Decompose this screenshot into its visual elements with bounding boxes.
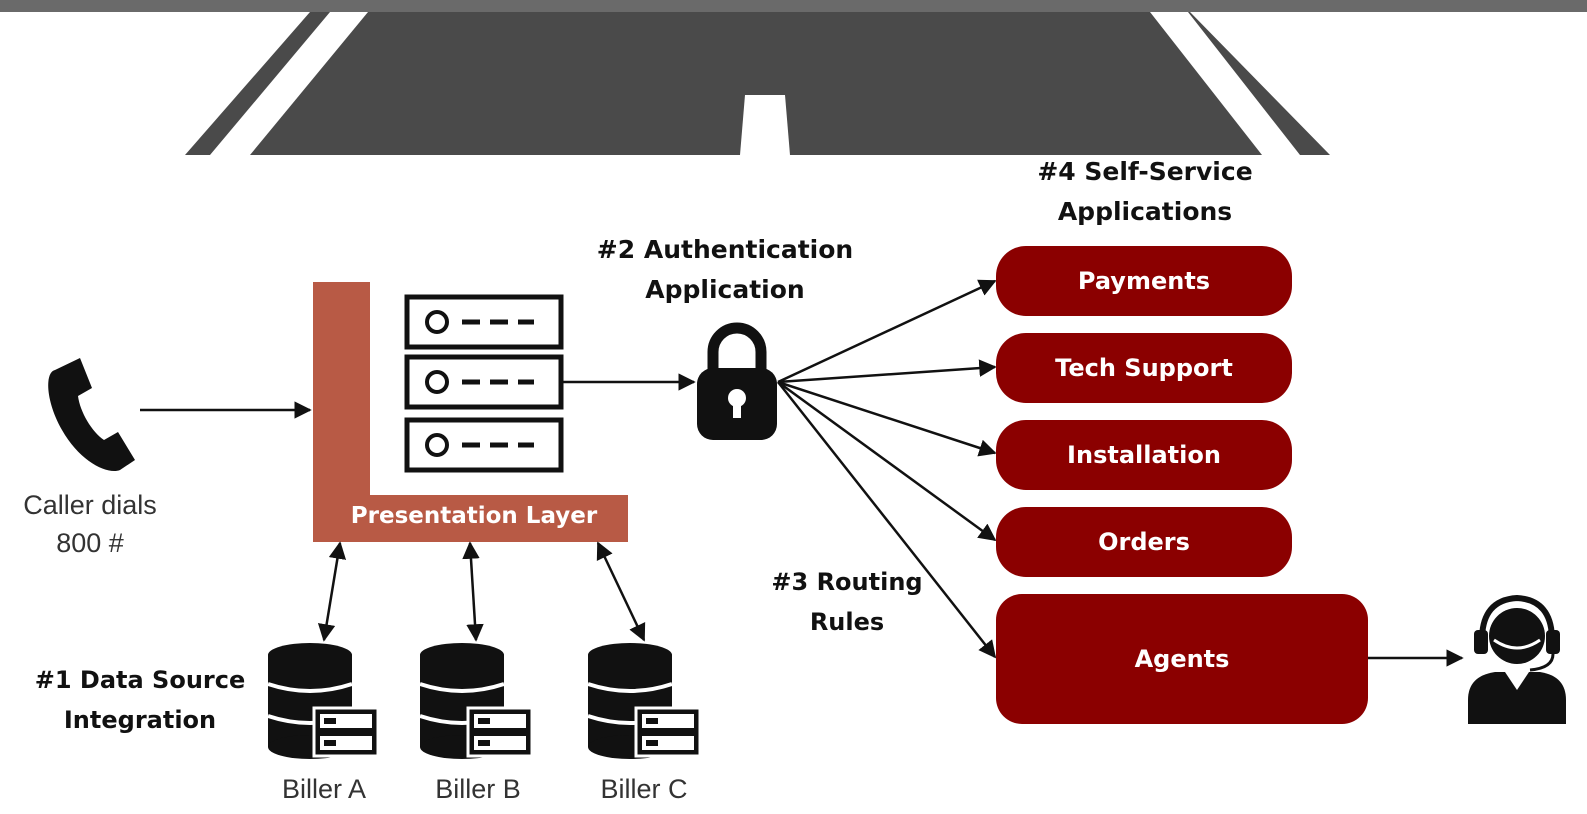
phone-handset-icon bbox=[48, 358, 135, 472]
app-payments: Payments bbox=[996, 246, 1292, 316]
road-banner bbox=[0, 0, 1587, 155]
authentication-title-line1: #2 Authentication bbox=[596, 235, 854, 264]
left-lane-marking bbox=[210, 12, 368, 155]
arrow-auth-to-orders bbox=[777, 380, 997, 542]
biller-c-label: Biller C bbox=[600, 774, 688, 804]
arrow-presentation-biller-b bbox=[462, 541, 484, 642]
app-orders: Orders bbox=[996, 507, 1292, 577]
arrow-auth-to-tech-support bbox=[777, 359, 997, 384]
server-rack-icon bbox=[404, 294, 564, 473]
biller-b-label: Biller B bbox=[435, 774, 521, 804]
data-source-title-line1: #1 Data Source bbox=[34, 666, 246, 694]
arrow-auth-to-payments bbox=[777, 279, 997, 384]
app-payments-label: Payments bbox=[1077, 267, 1211, 295]
center-dash bbox=[740, 95, 790, 155]
self-service-title: #4 Self-Service Applications bbox=[1010, 152, 1280, 232]
self-service-title-line2: Applications bbox=[1057, 197, 1233, 226]
app-orders-label: Orders bbox=[1098, 528, 1190, 556]
arrow-auth-to-installation bbox=[777, 380, 997, 457]
caller-line1: Caller dials bbox=[23, 490, 157, 520]
app-tech-support-label: Tech Support bbox=[1055, 354, 1233, 382]
authentication-title-line2: Application bbox=[645, 275, 805, 304]
routing-title-line1: #3 Routing bbox=[771, 568, 923, 596]
self-service-title-line1: #4 Self-Service bbox=[1037, 157, 1253, 186]
database-server-icon bbox=[587, 643, 702, 759]
database-server-icon bbox=[419, 643, 534, 759]
data-source-title-line2: Integration bbox=[63, 706, 217, 734]
presentation-layer-label: Presentation Layer bbox=[350, 503, 598, 529]
arrow-auth-to-agents bbox=[777, 381, 997, 659]
agents-box: Agents bbox=[996, 594, 1368, 724]
padlock-icon bbox=[697, 322, 777, 440]
arrow-presentation-biller-a bbox=[317, 541, 347, 642]
app-tech-support: Tech Support bbox=[996, 333, 1292, 403]
top-band bbox=[0, 0, 1587, 12]
authentication-title: #2 Authentication Application bbox=[580, 230, 870, 310]
presentation-layer-shape bbox=[313, 282, 628, 542]
road-surface bbox=[185, 12, 1330, 155]
arrow-presentation-biller-c bbox=[596, 541, 646, 642]
right-lane-marking bbox=[1150, 12, 1300, 155]
caller-label: Caller dials 800 # bbox=[10, 486, 170, 562]
caller-line2: 800 # bbox=[56, 528, 124, 558]
agents-label: Agents bbox=[1134, 645, 1230, 673]
app-installation: Installation bbox=[996, 420, 1292, 490]
database-server-icon bbox=[267, 643, 380, 759]
biller-a-label: Biller A bbox=[281, 774, 367, 804]
data-source-title: #1 Data Source Integration bbox=[20, 660, 260, 740]
headset-agent-icon bbox=[1468, 594, 1566, 724]
routing-title: #3 Routing Rules bbox=[752, 562, 942, 642]
routing-title-line2: Rules bbox=[809, 608, 885, 636]
app-installation-label: Installation bbox=[1067, 441, 1221, 469]
